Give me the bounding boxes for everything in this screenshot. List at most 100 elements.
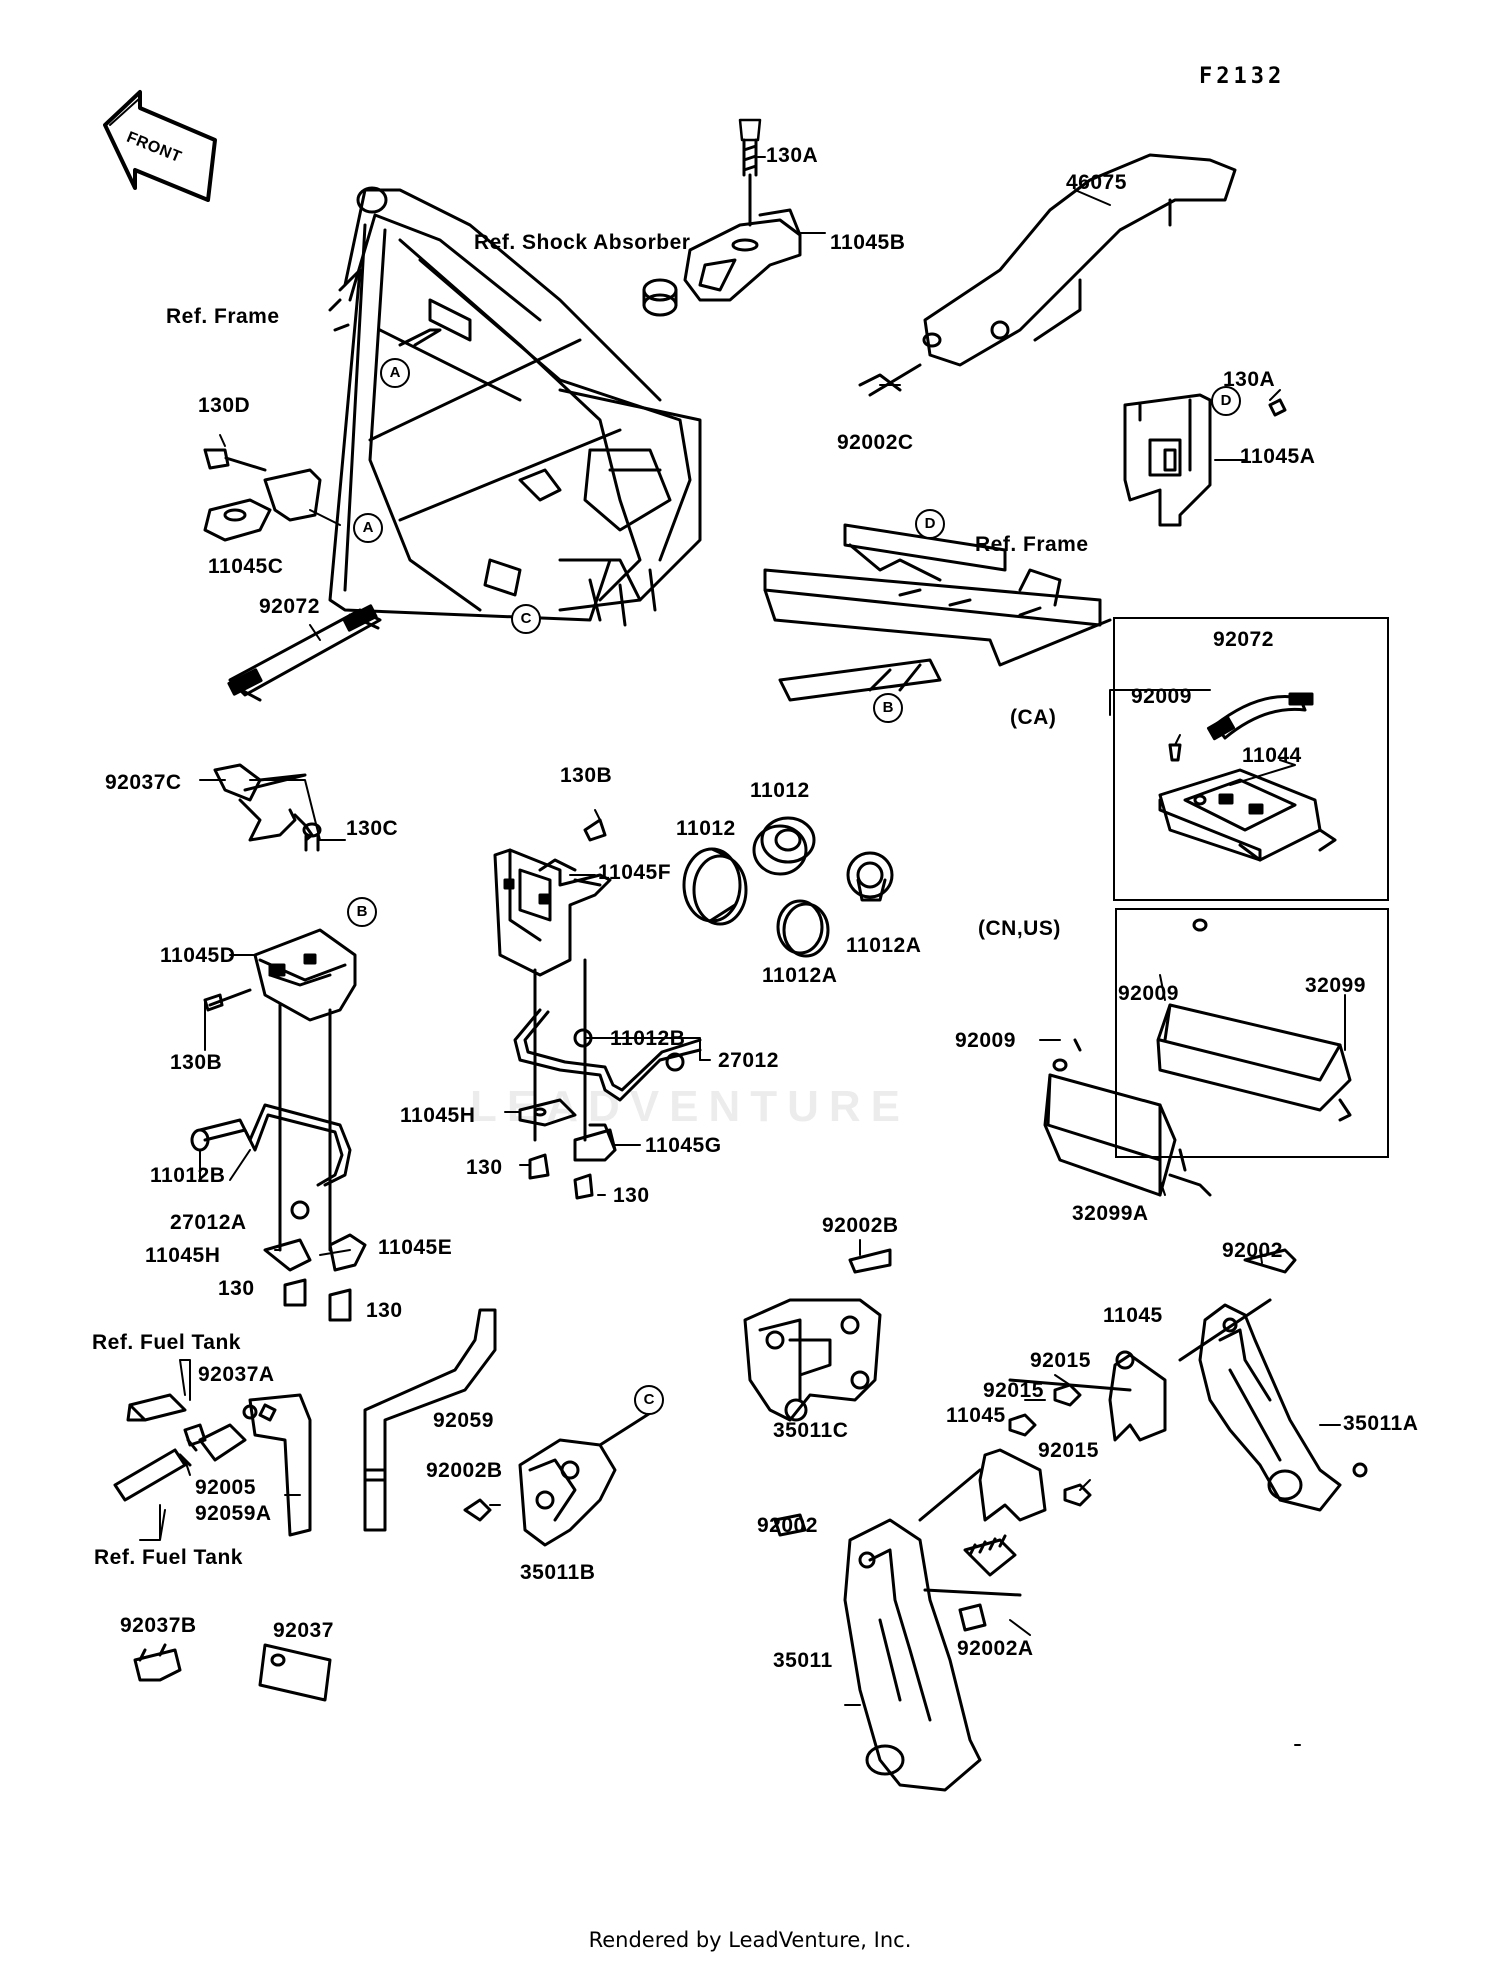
clip-92037c-drawing [213,763,322,852]
ref-fuel-tank-bottom: Ref. Fuel Tank [94,1546,243,1569]
ref-frame-mid: Ref. Frame [975,533,1089,556]
part-label-11045h-center: 11045H [400,1104,476,1127]
part-label-27012a: 27012A [170,1211,247,1234]
part-label-92072-ca: 92072 [1213,628,1274,651]
part-label-92037b: 92037B [120,1614,197,1637]
cn-us-box [1115,908,1389,1158]
part-label-11012b-left: 11012B [150,1164,226,1187]
part-label-92002-left: 92002 [757,1514,818,1537]
part-label-92002c: 92002C [837,431,914,454]
part-label-32099a: 32099A [1072,1202,1149,1225]
grommets-11012-drawing [682,816,894,958]
part-label-92059a: 92059A [195,1502,272,1525]
bracket-11045-drawing [978,1298,1272,1522]
part-label-35011c: 35011C [773,1419,849,1442]
bar-46075-drawing [858,153,1237,397]
part-label-11045d: 11045D [160,944,236,967]
part-label-130a-top: 130A [766,144,819,167]
callout-d-bracket: D [1211,386,1241,416]
footer-credit: Rendered by LeadVenture, Inc. [588,1928,912,1952]
part-label-92072-left: 92072 [259,595,320,618]
part-label-11045b: 11045B [830,231,906,254]
part-label-11012-left: 11012 [676,817,736,840]
sub-frame-drawing [763,523,1112,702]
bracket-35011b-drawing [463,1408,657,1547]
part-label-11045e: 11045E [378,1236,453,1259]
part-label-92002b-left: 92002B [426,1459,503,1482]
fuel-hoses-drawing [113,1308,497,1537]
leader-lines [139,156,1346,1746]
ref-fuel-tank-top: Ref. Fuel Tank [92,1331,241,1354]
part-label-130-center-right: 130 [613,1184,650,1207]
part-label-92002b-center: 92002B [822,1214,899,1237]
part-label-92009-cnus-top: 92009 [1118,982,1179,1005]
part-label-92037a: 92037A [198,1363,275,1386]
group-label-ca: (CA) [1010,706,1057,729]
callout-b-subframe: B [873,693,903,723]
part-label-130b-left: 130B [170,1051,223,1074]
clips-92037-drawing [133,1643,332,1702]
callout-b-bracket: B [347,897,377,927]
part-label-11045-mid: 11045 [946,1404,1006,1427]
part-label-35011a: 35011A [1343,1412,1419,1435]
part-label-130d: 130D [198,394,251,417]
bracket-35011c-drawing [743,1248,892,1422]
part-label-11045-top: 11045 [1103,1304,1163,1327]
part-label-130a-right: 130A [1223,368,1276,391]
bracket-35011-drawing [773,1468,1022,1792]
part-label-46075: 46075 [1066,171,1127,194]
part-label-11045f: 11045F [598,861,672,884]
ref-frame-top: Ref. Frame [166,305,280,328]
bracket-11045c-drawing [203,448,322,542]
callout-a-frame: A [380,358,410,388]
part-label-27012: 27012 [718,1049,779,1072]
part-label-92037: 92037 [273,1619,334,1642]
bracket-11045d-drawing [190,928,367,1322]
ref-shock-absorber: Ref. Shock Absorber [474,231,691,254]
ca-group-drawing [1158,692,1337,862]
hose-27012-drawing [513,958,702,1200]
part-label-11044: 11044 [1242,744,1302,767]
part-label-11012-top: 11012 [750,779,810,802]
watermark: LEADVENTURE [470,1082,911,1131]
part-label-130-left-lower: 130 [366,1299,403,1322]
main-frame-drawing [328,186,702,627]
part-label-92009-ca: 92009 [1131,685,1192,708]
part-label-130-center-left: 130 [466,1156,503,1179]
part-label-92009-cnus-left: 92009 [955,1029,1016,1052]
part-label-92002a: 92002A [957,1637,1034,1660]
part-label-92015-top: 92015 [1030,1349,1091,1372]
part-label-11045c: 11045C [208,555,284,578]
group-label-cn-us: (CN,US) [978,917,1061,940]
part-label-35011b: 35011B [520,1561,596,1584]
shock-bracket-drawing [642,118,802,317]
strap-92072-drawing [227,604,382,702]
cn-us-group-drawing [1043,918,1352,1197]
callout-c-frame: C [511,604,541,634]
bracket-35011a-drawing [1198,1248,1368,1512]
part-label-92015-mid: 92015 [983,1379,1044,1402]
part-label-92037c: 92037C [105,771,182,794]
part-label-11012a-right: 11012A [846,934,922,957]
part-label-130b-center: 130B [560,764,613,787]
part-label-92059: 92059 [433,1409,494,1432]
callout-a-bracket: A [353,513,383,543]
part-label-11045h-left: 11045H [145,1244,221,1267]
callout-d-subframe: D [915,509,945,539]
part-label-130-left: 130 [218,1277,255,1300]
front-arrow-icon [103,90,217,202]
part-label-35011: 35011 [773,1649,833,1672]
part-label-11045g: 11045G [645,1134,722,1157]
ca-box [1113,617,1389,901]
part-label-11012b-center: 11012B [610,1027,686,1050]
diagram-code: F2132 [1199,64,1286,89]
part-label-92005: 92005 [195,1476,256,1499]
callout-c-bracket: C [634,1385,664,1415]
part-label-11045a: 11045A [1240,445,1316,468]
part-label-130c: 130C [346,817,399,840]
part-label-11012a-bottom: 11012A [762,964,838,987]
part-label-32099: 32099 [1305,974,1366,997]
bracket-11045a-drawing [1123,393,1287,527]
